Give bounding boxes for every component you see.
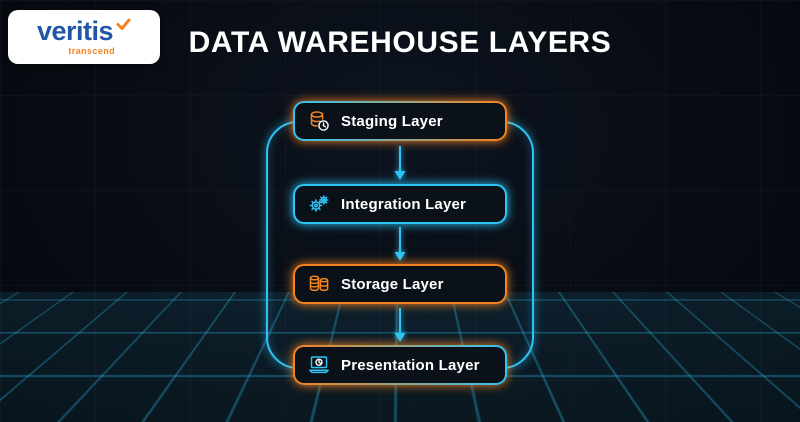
layer-label: Integration Layer xyxy=(341,195,467,213)
veritis-logo: veritis transcend xyxy=(8,10,160,64)
laptop-chart-icon xyxy=(309,356,329,374)
layer-integration: Integration Layer xyxy=(293,184,507,224)
database-clock-icon xyxy=(310,111,329,131)
logo-inner: veritis transcend xyxy=(37,18,131,56)
flow-arrow-down-3 xyxy=(394,308,406,342)
logo-check-icon xyxy=(116,18,131,30)
layer-label: Presentation Layer xyxy=(341,356,480,374)
layer-label: Staging Layer xyxy=(341,112,443,130)
logo-brand-text: veritis xyxy=(36,16,114,46)
gears-icon xyxy=(309,195,329,212)
flow-arrow-down-1 xyxy=(394,146,406,180)
layer-presentation: Presentation Layer xyxy=(293,345,507,385)
layer-staging: Staging Layer xyxy=(293,101,507,141)
flow-arrow-down-2 xyxy=(394,227,406,261)
logo-tagline: transcend xyxy=(68,46,116,56)
layer-label: Storage Layer xyxy=(341,275,444,293)
page-title: DATA WAREHOUSE LAYERS xyxy=(188,26,612,59)
layer-storage: Storage Layer xyxy=(293,264,507,304)
database-stack-icon xyxy=(309,275,329,292)
